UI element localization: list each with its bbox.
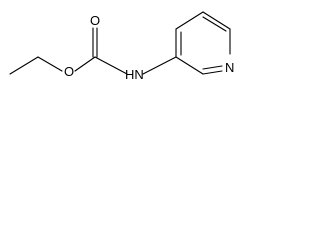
ester-oxygen-label: O [64,64,74,79]
bond-methylene-ester-oxygen [37,56,63,72]
ring-bond-c5-c6 [202,11,231,30]
bond-ester-oxygen-carbonyl-carbon [74,56,96,72]
ring-inner-bond-3 [202,65,223,70]
ring-nitrogen-label: N [225,60,234,75]
ring-bond-c4-c5 [175,11,204,30]
ring-bond-n-c2 [202,70,223,75]
chemical-structure: O O HN N [9,11,234,82]
ring-bond-c2-c3 [175,56,204,75]
bond-methyl-methylene [9,56,39,75]
bond-carbonyl-carbon-nitrogen [94,56,128,75]
ring-inner-bond-2 [202,16,227,32]
amide-nitrogen-label: HN [125,67,144,82]
bond-nitrogen-ring [142,56,177,75]
carbonyl-oxygen-label: O [90,13,100,28]
